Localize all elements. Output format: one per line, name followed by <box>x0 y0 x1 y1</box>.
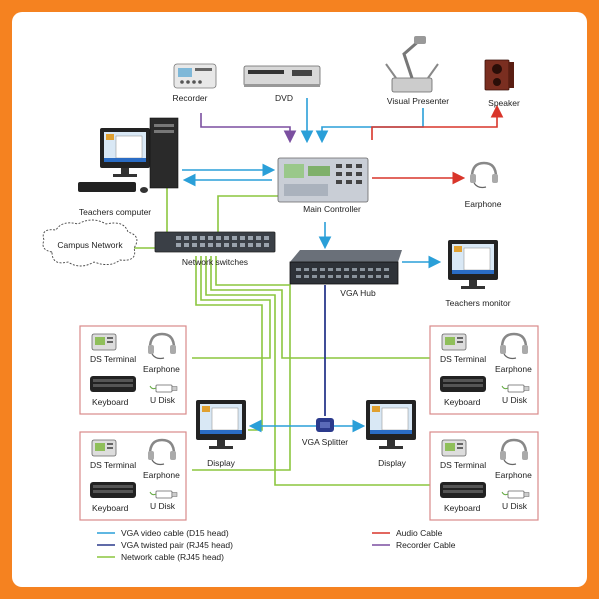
earphone-label: Earphone <box>495 364 532 374</box>
teachers-monitor-label: Teachers monitor <box>445 298 510 308</box>
campus-network-label: Campus Network <box>57 240 123 250</box>
monitor-icon <box>447 239 499 290</box>
cloud-icon <box>42 219 138 267</box>
recorder-icon <box>173 63 217 89</box>
network-cable-switch-terminal-1 <box>192 256 271 359</box>
earphone-label: Earphone <box>465 199 502 209</box>
keyboard-label: Keyboard <box>92 503 129 513</box>
main-controller-icon <box>277 157 369 203</box>
main-controller-device: Main Controller <box>277 157 369 214</box>
network-cable-switch-terminal-3 <box>192 256 291 471</box>
teachers-computer-label: Teachers computer <box>79 207 151 217</box>
legend-item: Network cable (RJ45 head) <box>121 552 224 562</box>
campus-network: Campus Network <box>42 219 138 267</box>
monitor-icon <box>195 399 247 450</box>
legend-item: VGA video cable (D15 head) <box>121 528 229 538</box>
headset-icon <box>468 161 500 189</box>
vga-splitter-label: VGA Splitter <box>302 437 348 447</box>
legend-right: Audio Cable Recorder Cable <box>372 528 456 550</box>
legend-item: VGA twisted pair (RJ45 head) <box>121 540 233 550</box>
visual-presenter-device: Visual Presenter <box>385 36 449 106</box>
keyboard-label: Keyboard <box>92 397 129 407</box>
teachers-monitor-device: Teachers monitor <box>445 239 511 308</box>
student-terminal-1: DS Terminal Earphone Keyboard U Disk <box>79 325 187 415</box>
keyboard-icon <box>90 482 136 498</box>
network-switches-label: Network switches <box>182 257 248 267</box>
student-terminal-4: DS Terminal Earphone Keyboard U Disk <box>429 431 539 521</box>
earphone-label: Earphone <box>143 364 180 374</box>
recorder-label: Recorder <box>173 93 208 103</box>
keyboard-icon <box>440 482 486 498</box>
network-cable-switch-terminal-4 <box>205 256 442 486</box>
u-disk-label: U Disk <box>150 395 176 405</box>
keyboard-icon <box>440 376 486 392</box>
legend-item: Recorder Cable <box>396 540 456 550</box>
speaker-icon <box>484 59 514 91</box>
earphone-label: Earphone <box>143 470 180 480</box>
recorder-cable <box>200 113 297 144</box>
dvd-player-icon <box>243 65 321 87</box>
network-switch-icon <box>154 231 276 253</box>
vga-splitter-icon <box>316 418 334 432</box>
u-disk-label: U Disk <box>502 501 528 511</box>
teachers-computer-device: Teachers computer <box>78 117 179 217</box>
keyboard-icon <box>90 376 136 392</box>
display-right-label: Display <box>378 458 407 468</box>
speaker-label: Speaker <box>488 98 520 108</box>
keyboard-label: Keyboard <box>444 503 481 513</box>
vga-splitter-device: VGA Splitter <box>302 418 348 447</box>
ds-terminal-label: DS Terminal <box>90 460 136 470</box>
ds-terminal-label: DS Terminal <box>440 354 486 364</box>
ds-terminal-label: DS Terminal <box>440 460 486 470</box>
vga-hub-icon <box>289 250 402 285</box>
monitor-icon <box>365 399 417 450</box>
legend: VGA video cable (D15 head) VGA twisted p… <box>97 528 456 562</box>
cables <box>133 98 504 486</box>
network-switches-device: Network switches <box>154 231 276 267</box>
ds-terminal-label: DS Terminal <box>90 354 136 364</box>
vga-hub-device: VGA Hub <box>289 250 402 298</box>
ds-terminal-icon <box>91 333 117 351</box>
desktop-computer-icon <box>78 117 179 193</box>
dvd-label: DVD <box>275 93 293 103</box>
student-terminal-3: DS Terminal Earphone Keyboard U Disk <box>429 325 539 415</box>
student-terminal-2: DS Terminal Earphone Keyboard U Disk <box>79 431 187 521</box>
visual-presenter-label: Visual Presenter <box>387 96 449 106</box>
speaker-device: Speaker <box>484 59 520 108</box>
legend-left: VGA video cable (D15 head) VGA twisted p… <box>97 528 233 562</box>
u-disk-label: U Disk <box>150 501 176 511</box>
recorder-device: Recorder <box>173 63 217 103</box>
ds-terminal-icon <box>441 439 467 457</box>
ds-terminal-icon <box>91 439 117 457</box>
display-left-label: Display <box>207 458 236 468</box>
visual-presenter-icon <box>385 36 439 93</box>
display-right-device: Display <box>365 399 417 468</box>
main-controller-label: Main Controller <box>303 204 361 214</box>
earphone-label: Earphone <box>495 470 532 480</box>
u-disk-label: U Disk <box>502 395 528 405</box>
audio-cable-speaker <box>371 104 504 140</box>
network-cable-switch-controller <box>217 195 278 232</box>
vga-hub-label: VGA Hub <box>340 288 376 298</box>
display-left-device: Display <box>195 399 247 468</box>
keyboard-label: Keyboard <box>444 397 481 407</box>
dvd-device: DVD <box>243 65 321 103</box>
network-cable-switch-terminal-2 <box>210 256 432 359</box>
earphone-device: Earphone <box>465 161 502 209</box>
legend-item: Audio Cable <box>396 528 443 538</box>
ds-terminal-icon <box>441 333 467 351</box>
